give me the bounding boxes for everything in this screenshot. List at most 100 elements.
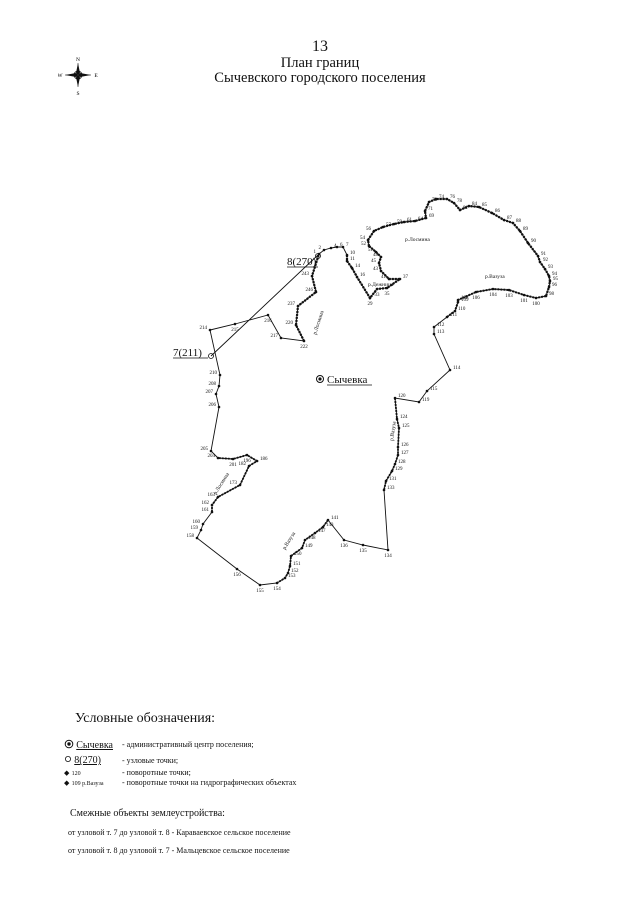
boundary-point-label: 35 [385,292,391,297]
boundary-point-label: 89 [523,227,529,232]
boundary-point-label: 45 [371,259,377,264]
boundary-point-marker [366,238,370,242]
compass-rose-icon: N S W E [58,57,98,96]
boundary-point-label: 7 [346,243,349,248]
boundary-point-label: 100 [532,302,540,307]
boundary-point-label: 90 [531,239,537,244]
boundary-point-marker [335,245,339,249]
boundary-point-marker [536,254,540,258]
boundary-point-label: 11 [350,257,355,262]
legend-symbol-hydro: ◆ 109 р.Вазуза [64,777,120,787]
boundary-point-label: 120 [398,394,406,399]
boundary-point-label: 111 [450,313,458,318]
boundary-point-label: 182 [239,462,247,467]
legend-desc-turning: - поворотные точки; [122,768,191,777]
boundary-point-marker [372,229,376,233]
boundary-point-marker [456,298,460,302]
boundary-point-marker [522,293,526,297]
boundary-point-label: 129 [395,467,403,472]
boundary-point-label: 150 [294,552,302,557]
legend-desc-hydro: - поворотные точки на гидрографических о… [122,778,297,787]
boundary-point-label: 127 [401,451,409,456]
boundary-point-marker [396,453,400,457]
boundary-point-label: 74 [439,195,445,200]
boundary-point-label: 51 [368,248,374,253]
adjacent-heading: Смежные объекты землеустройства: [70,808,225,819]
boundary-point-label: 243 [302,272,310,277]
boundary-point-marker [321,525,325,529]
boundary-point-marker [326,518,330,522]
boundary-point-marker [452,201,456,205]
boundary-point-label: 156 [233,573,241,578]
boundary-point-marker [413,219,417,223]
boundary-point-marker [313,531,317,535]
boundary-point-marker [396,445,400,449]
boundary-point-marker [258,583,262,587]
boundary-point-label: 16 [360,273,366,278]
boundary-point-marker [217,405,221,409]
boundary-point-label: 204 [208,454,216,459]
boundary-point-label: 205 [201,447,209,452]
boundary-point-marker [233,322,237,326]
boundary-point-label: 208 [209,382,217,387]
boundary-point-marker [208,328,212,332]
legend-symbol-node-text: 8(270) [74,755,101,766]
boundary-point-label: 161 [202,508,210,513]
boundary-point-marker [543,267,547,271]
boundary-point-marker [310,274,314,278]
boundary-point-marker [245,453,249,457]
boundary-point-marker [425,389,429,393]
boundary-point-label: 86 [495,209,501,214]
boundary-point-label: 112 [437,323,445,328]
boundary-point-marker [255,459,259,463]
legend-desc-node: - узловые точки; [122,756,179,765]
admin-center-label: Сычевка [327,374,368,386]
boundary-point-marker [548,279,552,283]
boundary-point-marker [300,546,304,550]
boundary-point-label: 61 [407,218,413,223]
boundary-point-label: 101 [520,299,528,304]
boundary-point-marker [231,457,235,461]
boundary-point-marker [507,288,511,292]
boundary-point-marker [491,287,495,291]
boundary-point-label: 133 [387,486,395,491]
boundary-point-marker [214,392,218,396]
adjacent-row-2: от узловой т. 8 до узловой т. 7 - Мальце… [68,846,290,855]
boundary-point-marker [382,488,386,492]
boundary-point-label: 214 [200,326,208,331]
boundary-point-marker [490,211,494,215]
admin-center-icon [64,739,74,749]
boundary-point-marker [235,567,239,571]
boundary-point-marker [397,426,401,430]
compass-north-label: N [76,57,80,63]
boundary-point-label: 149 [305,544,313,549]
legend-symbol-admin-center: Сычевка [64,739,120,751]
boundary-point-label: 95 [553,277,559,282]
boundary-point-marker [526,241,530,245]
boundary-point-label: 4 [334,244,337,249]
boundary-point-marker [544,294,548,298]
boundary-point-marker [377,261,381,265]
boundary-point-marker [216,495,220,499]
boundary-point-marker [283,576,287,580]
boundary-point-label: 92 [543,258,549,263]
boundary-point-marker [390,469,394,473]
boundary-point-label: 216 [264,319,272,324]
boundary-point-label: 98 [549,292,555,297]
boundary-point-marker [345,253,349,257]
boundary-point-marker [238,483,242,487]
boundary-point-label: 154 [273,587,281,592]
boundary-point-label: 84 [472,202,478,207]
boundary-point-label: 48 [373,253,379,258]
boundary-point-marker [294,323,298,327]
boundary-point-marker [453,309,457,313]
boundary-point-marker [201,522,205,526]
boundary-point-marker [355,275,359,279]
boundary-point-label: 57 [386,223,392,228]
boundary-point-marker [216,456,220,460]
boundary-point-label: 222 [300,345,308,350]
legend-symbol-node: 8(270) [64,755,120,766]
boundary-point-label: 64 [418,217,424,222]
boundary-point-label: 94 [552,272,558,277]
